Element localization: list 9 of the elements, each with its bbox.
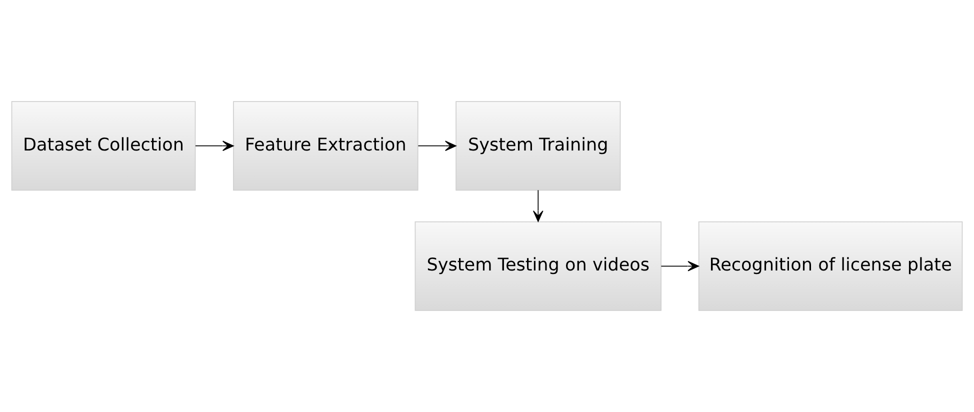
node-box: Dataset Collection — [11, 101, 196, 191]
node-box: Recognition of license plate — [698, 221, 963, 311]
node-box: Feature Extraction — [233, 101, 418, 191]
arrow — [660, 260, 700, 272]
node-box: System Training — [456, 101, 621, 191]
arrow — [418, 140, 456, 152]
arrow — [532, 190, 544, 222]
arrow — [195, 140, 234, 152]
node-box: System Testing on videos — [414, 221, 662, 311]
